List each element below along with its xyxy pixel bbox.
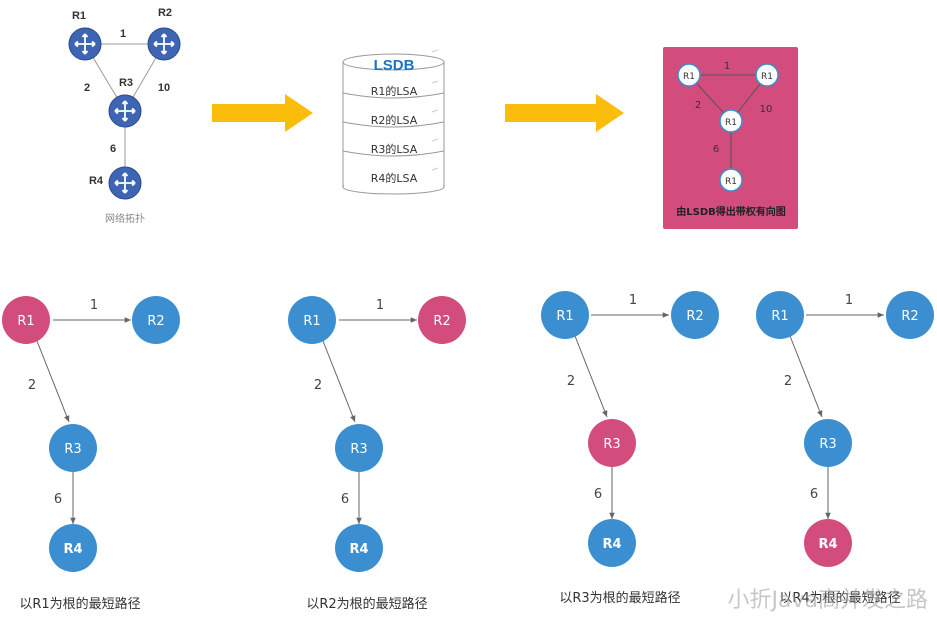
- lsdb-entry: R3的LSA: [371, 142, 418, 156]
- cost-label-r1-r3: 2: [84, 82, 90, 94]
- cost-label-r3-r4: 6: [110, 143, 116, 155]
- spt-node-label: R4: [818, 537, 837, 552]
- spt-node: [335, 524, 383, 572]
- graph-edge-cost: 1: [724, 61, 730, 72]
- graph-edge-cost: 6: [713, 144, 719, 155]
- spt-node: [756, 291, 804, 339]
- spt-cost-label: 2: [567, 374, 575, 389]
- router-label-r1: R1: [72, 10, 86, 22]
- graph-node-label: R1: [725, 177, 737, 187]
- spt-caption: 以R2为根的最短路径: [306, 596, 427, 612]
- spt-root-node: [418, 296, 466, 344]
- spt-node: [804, 419, 852, 467]
- router-icon: [147, 27, 181, 61]
- router-label-r2: R2: [158, 7, 172, 19]
- spt-node-label: R3: [64, 442, 81, 457]
- spt-node-label: R3: [819, 437, 836, 452]
- spt-node: [335, 424, 383, 472]
- router-label-r3: R3: [119, 77, 133, 89]
- spt-node: [541, 291, 589, 339]
- spt-root-node: [588, 419, 636, 467]
- topology-caption: 网络拓扑: [105, 212, 145, 225]
- spt-node-label: R1: [17, 314, 34, 329]
- spt-r2: 1 2 6 R1 R2 R3 R4 以R2为根的最短路径: [288, 296, 466, 612]
- watermark: 小折Java高并发之路: [728, 588, 928, 613]
- spt-r1: 1 2 6 R1 R2 R3 R4 以R1为根的最短路径: [2, 296, 180, 612]
- spt-node: [588, 519, 636, 567]
- cost-label-r2-r3: 10: [158, 82, 170, 94]
- spt-root-node: [804, 519, 852, 567]
- lsdb-entry: R2的LSA: [371, 113, 418, 127]
- router-icon: [68, 27, 102, 61]
- spt-caption: 以R3为根的最短路径: [559, 590, 680, 606]
- lsdb-entry: R4的LSA: [371, 171, 418, 185]
- spt-cost-label: 6: [341, 492, 349, 507]
- spt-node: [288, 296, 336, 344]
- lsdb-entry: R1的LSA: [371, 84, 418, 98]
- spt-node: [49, 424, 97, 472]
- lsdb-database: LSDB R1的LSA R2的LSA R3的LSA R4的LSA: [342, 49, 445, 195]
- graph-node-label: R1: [761, 72, 773, 82]
- spt-node: [132, 296, 180, 344]
- cost-label-r1-r2: 1: [120, 28, 126, 40]
- spt-cost-label: 1: [845, 293, 853, 308]
- spt-cost-label: 2: [314, 378, 322, 393]
- spt-node: [886, 291, 934, 339]
- spt-cost-label: 2: [784, 374, 792, 389]
- router-icon: [108, 94, 142, 128]
- spt-node-label: R4: [349, 542, 368, 557]
- spt-cost-label: 6: [54, 492, 62, 507]
- spt-node-label: R2: [147, 314, 164, 329]
- spt-root-node: [2, 296, 50, 344]
- network-topology: 1 2 10 6 R1 R2 R3 R4 网络拓扑: [68, 7, 181, 225]
- spt-node-label: R4: [63, 542, 82, 557]
- router-icon: [108, 166, 142, 200]
- weighted-graph-panel: 1 2 10 6 R1 R1 R1 R1 由LSDB得出带权有向图: [663, 47, 798, 229]
- graph-panel-caption: 由LSDB得出带权有向图: [676, 205, 786, 218]
- spt-node-label: R2: [433, 314, 450, 329]
- arrow-right-icon: [212, 94, 313, 132]
- graph-node-label: R1: [725, 118, 737, 128]
- spt-cost-label: 1: [376, 298, 384, 313]
- spt-node-label: R1: [556, 309, 573, 324]
- spt-node-label: R2: [901, 309, 918, 324]
- graph-edge-cost: 2: [695, 100, 701, 111]
- spt-node-label: R3: [603, 437, 620, 452]
- spt-cost-label: 6: [810, 487, 818, 502]
- spt-node: [49, 524, 97, 572]
- spt-caption: 以R1为根的最短路径: [19, 596, 140, 612]
- spt-node-label: R4: [602, 537, 621, 552]
- spt-cost-label: 6: [594, 487, 602, 502]
- spt-cost-label: 2: [28, 378, 36, 393]
- router-label-r4: R4: [89, 175, 104, 187]
- spt-node: [671, 291, 719, 339]
- spt-node-label: R2: [686, 309, 703, 324]
- graph-edge-cost: 10: [760, 104, 773, 115]
- spt-r3: 1 2 6 R1 R2 R3 R4 以R3为根的最短路径: [541, 291, 719, 606]
- spt-r4: 1 2 6 R1 R2 R3 R4 以R4为根的最短路径: [756, 291, 934, 606]
- spt-node-label: R1: [771, 309, 788, 324]
- graph-node-label: R1: [683, 72, 695, 82]
- spt-node-label: R1: [303, 314, 320, 329]
- spt-cost-label: 1: [629, 293, 637, 308]
- spt-cost-label: 1: [90, 298, 98, 313]
- arrow-right-icon: [505, 94, 624, 132]
- lsdb-title: LSDB: [374, 57, 415, 74]
- spt-caption: 以R4为根的最短路径: [779, 590, 900, 606]
- spt-node-label: R3: [350, 442, 367, 457]
